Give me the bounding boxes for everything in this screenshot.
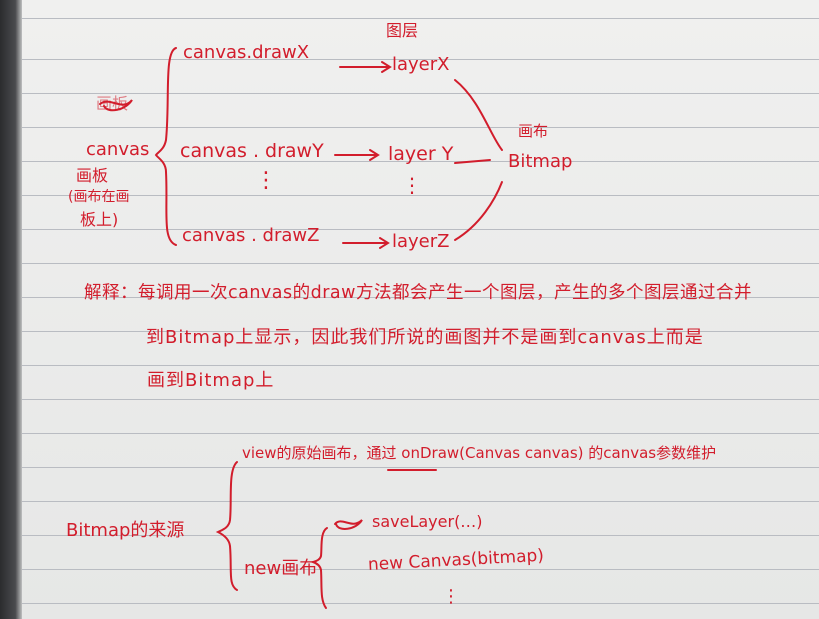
canvas-label-line-2: (画布在画 <box>68 189 130 205</box>
arrow-y <box>334 149 380 161</box>
source-view-text: view的原始画布，通过 onDraw(Canvas canvas) 的canv… <box>242 444 717 462</box>
new-brace <box>309 527 328 609</box>
canvas-label-line-3: 板上) <box>80 210 119 229</box>
explanation-line-1: 解释：每调用一次canvas的draw方法都会产生一个图层，产生的多个图层通过合… <box>84 283 752 303</box>
explanation-line-3: 画到Bitmap上 <box>147 370 275 391</box>
scribble-mark-2 <box>334 519 363 530</box>
draw-x-label: canvas.drawX <box>183 42 310 63</box>
canvas-word: canvas <box>86 139 150 160</box>
bitmap-source-title: Bitmap的来源 <box>66 520 185 541</box>
save-layer-text: saveLayer(…) <box>372 512 483 531</box>
merge-curve-x <box>454 79 503 151</box>
draw-ellipsis: ⋮ <box>255 168 277 193</box>
arrow-z <box>342 237 390 249</box>
desk-edge <box>0 0 22 619</box>
layer-ellipsis: ⋮ <box>402 173 422 197</box>
layer-z: layerZ <box>392 231 450 252</box>
layer-y: layer Y <box>388 143 454 165</box>
draw-y-label: canvas . drawY <box>180 140 324 162</box>
left-brace <box>154 47 177 246</box>
draw-z-label: canvas . drawZ <box>182 225 320 246</box>
explanation-line-2: 到Bitmap上显示，因此我们所说的画图并不是画到canvas上而是 <box>146 327 704 348</box>
notebook-page <box>22 0 819 619</box>
source-ellipsis: ⋮ <box>442 586 460 607</box>
canvas-scribbled-label: 画板 <box>96 94 129 113</box>
bitmap-word: Bitmap <box>508 151 573 172</box>
canvas-label-line-1: 画板 <box>76 166 109 185</box>
layer-x: layerX <box>392 54 450 75</box>
scribble-mark <box>99 99 133 112</box>
source-new-text: new画布 <box>244 558 318 579</box>
arrow-x <box>339 61 392 73</box>
source-brace <box>215 461 238 591</box>
layer-label: 图层 <box>386 21 419 40</box>
bitmap-label: 画布 <box>518 122 549 140</box>
merge-curve-z <box>454 181 503 241</box>
merge-line-y <box>454 159 491 164</box>
